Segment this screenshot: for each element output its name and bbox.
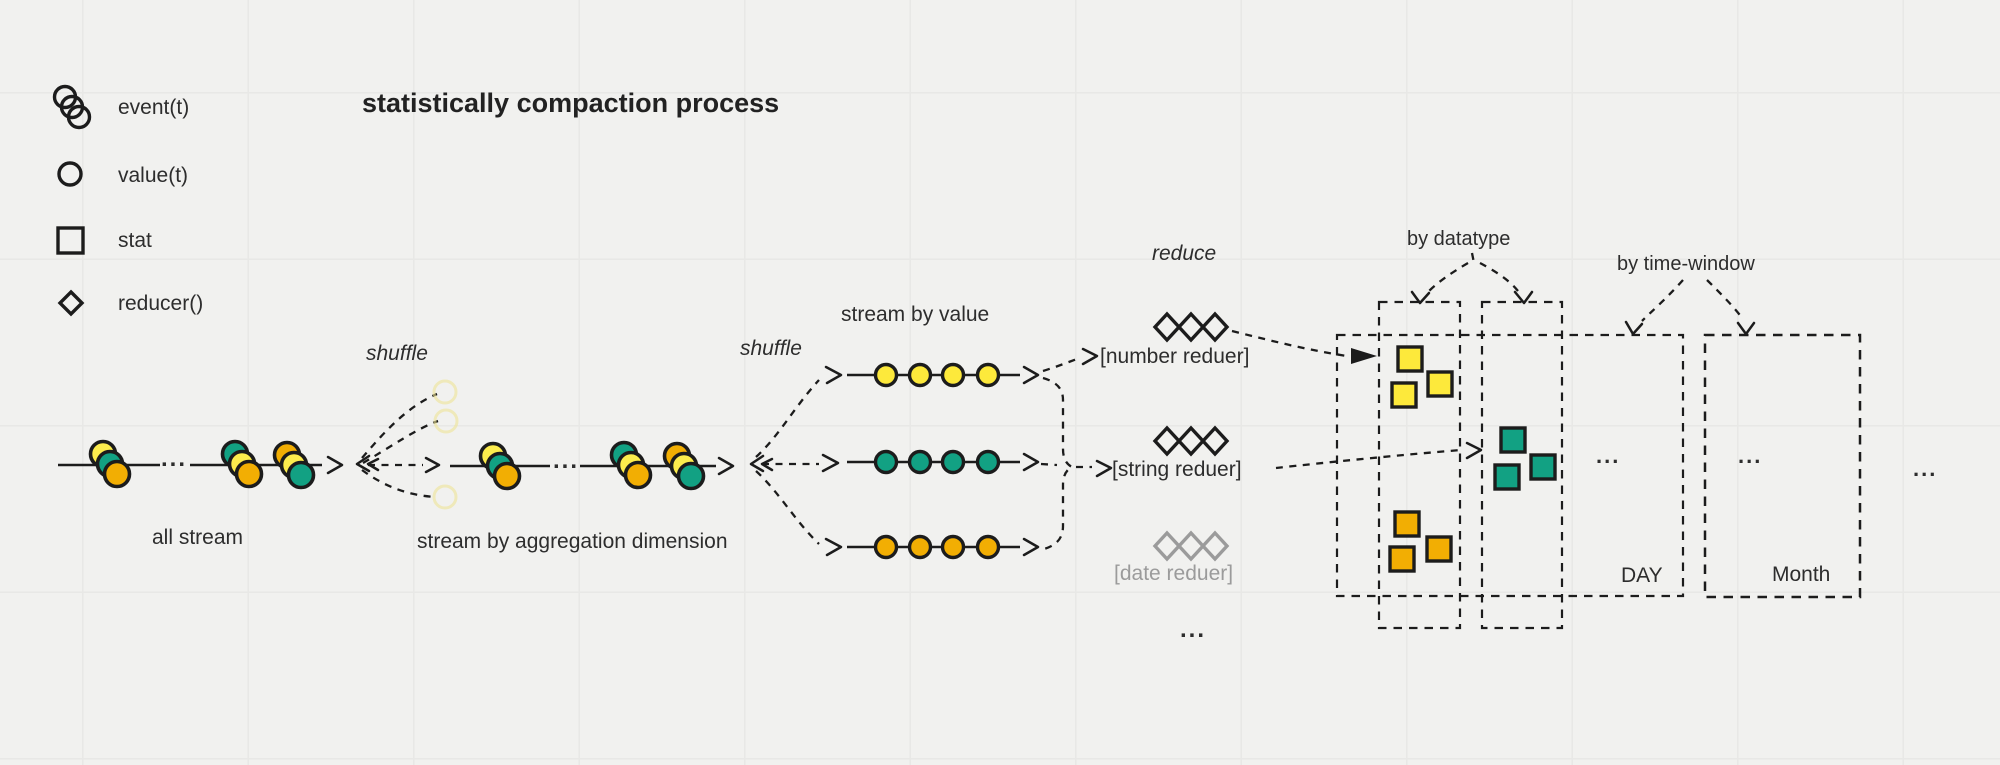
value-circle-teal (873, 449, 899, 475)
shuffle-fan-1 (355, 392, 441, 499)
ellipsis-more-windows: ... (1913, 456, 1938, 481)
month-window-box (1703, 333, 1862, 599)
value-circle-amber (940, 534, 966, 560)
value-circle-teal (975, 449, 1001, 475)
reducer-diamond (1200, 530, 1230, 562)
shuffle-fan-2 (749, 365, 843, 557)
number-reducer-label: [number reduer] (1100, 345, 1250, 368)
solid-arrowhead (1351, 348, 1377, 364)
stat-squares (1388, 345, 1557, 573)
ellipsis-stream-1: ... (161, 445, 188, 472)
day-label: DAY (1621, 564, 1663, 587)
legend-label-value: value(t) (118, 164, 189, 187)
stat-square-amber (1425, 535, 1453, 563)
date-reducer-label: [date reduer] (1114, 562, 1234, 585)
value-circle-amber (873, 534, 899, 560)
value-circle-teal (940, 449, 966, 475)
value-circle-bright_yellow (940, 362, 966, 388)
ghost-circle (432, 484, 458, 510)
value-icon (57, 161, 83, 187)
ellipsis-datatype: ... (1596, 443, 1621, 468)
stat-icon (56, 226, 85, 255)
shuffle-label-1: shuffle (366, 342, 428, 365)
reducer-diamond (1176, 530, 1206, 562)
reducer-diamond (1176, 311, 1206, 343)
string-reducer-label: [string reduer] (1112, 458, 1242, 481)
shuffle-label-2: shuffle (740, 337, 802, 360)
value-circle-teal (907, 449, 933, 475)
legend-label-reducer: reducer() (118, 292, 204, 315)
stat-square-bright_yellow (1390, 381, 1418, 409)
ellipsis-month: ... (1738, 443, 1763, 468)
event-circle-amber (492, 461, 522, 491)
legend-label-stat: stat (118, 229, 152, 252)
ghost-circles (432, 379, 459, 510)
reduce-label: reduce (1152, 242, 1217, 265)
reducer-icon (57, 289, 85, 317)
reducer-links (1040, 329, 1483, 551)
value-circle-amber (975, 534, 1001, 560)
reducer-diamond (1200, 425, 1230, 457)
value-circle-bright_yellow (907, 362, 933, 388)
diagram-title: statistically compaction process (362, 88, 780, 118)
event-circle-amber (234, 459, 264, 489)
reducer-diamond (1200, 311, 1230, 343)
month-label: Month (1772, 563, 1831, 586)
event-circle-teal (286, 460, 316, 490)
ghost-circle (433, 408, 459, 434)
stat-square-amber (1388, 545, 1416, 573)
stat-square-teal (1529, 453, 1557, 481)
by-datatype-label: by datatype (1407, 228, 1511, 250)
value-circles (873, 362, 1001, 560)
event-circle-teal (676, 461, 706, 491)
stream-by-value-label: stream by value (841, 303, 990, 326)
stat-square-bright_yellow (1426, 370, 1454, 398)
by-time-window-arrows (1624, 279, 1756, 336)
stat-square-amber (1393, 510, 1421, 538)
stat-square-teal (1493, 463, 1521, 491)
event-circle-amber (623, 460, 653, 490)
value-circle-amber (907, 534, 933, 560)
stat-square-bright_yellow (1396, 345, 1424, 373)
event-icon (52, 84, 92, 130)
reducer-diamonds (1152, 311, 1230, 562)
event-circle-amber (102, 459, 132, 489)
by-datatype-arrows (1410, 252, 1534, 305)
by-time-window-label: by time-window (1617, 253, 1755, 275)
ghost-circle (432, 379, 458, 405)
reducer-diamond (1152, 311, 1182, 343)
ellipsis-reducers: ... (1180, 616, 1207, 643)
legend-label-event: event(t) (118, 96, 190, 119)
reducer-diamond (1152, 530, 1182, 562)
value-circle-bright_yellow (975, 362, 1001, 388)
datatype-box-1 (1377, 300, 1462, 630)
stream-by-agg-label: stream by aggregation dimension (417, 530, 728, 553)
reducer-diamond (1176, 425, 1206, 457)
ellipsis-stream-2: ... (553, 447, 580, 474)
value-circle-bright_yellow (873, 362, 899, 388)
reducer-diamond (1152, 425, 1182, 457)
day-window-box (1335, 333, 1685, 598)
stat-square-teal (1499, 426, 1527, 454)
event-clusters (88, 439, 706, 491)
all-stream-label: all stream (152, 526, 244, 549)
